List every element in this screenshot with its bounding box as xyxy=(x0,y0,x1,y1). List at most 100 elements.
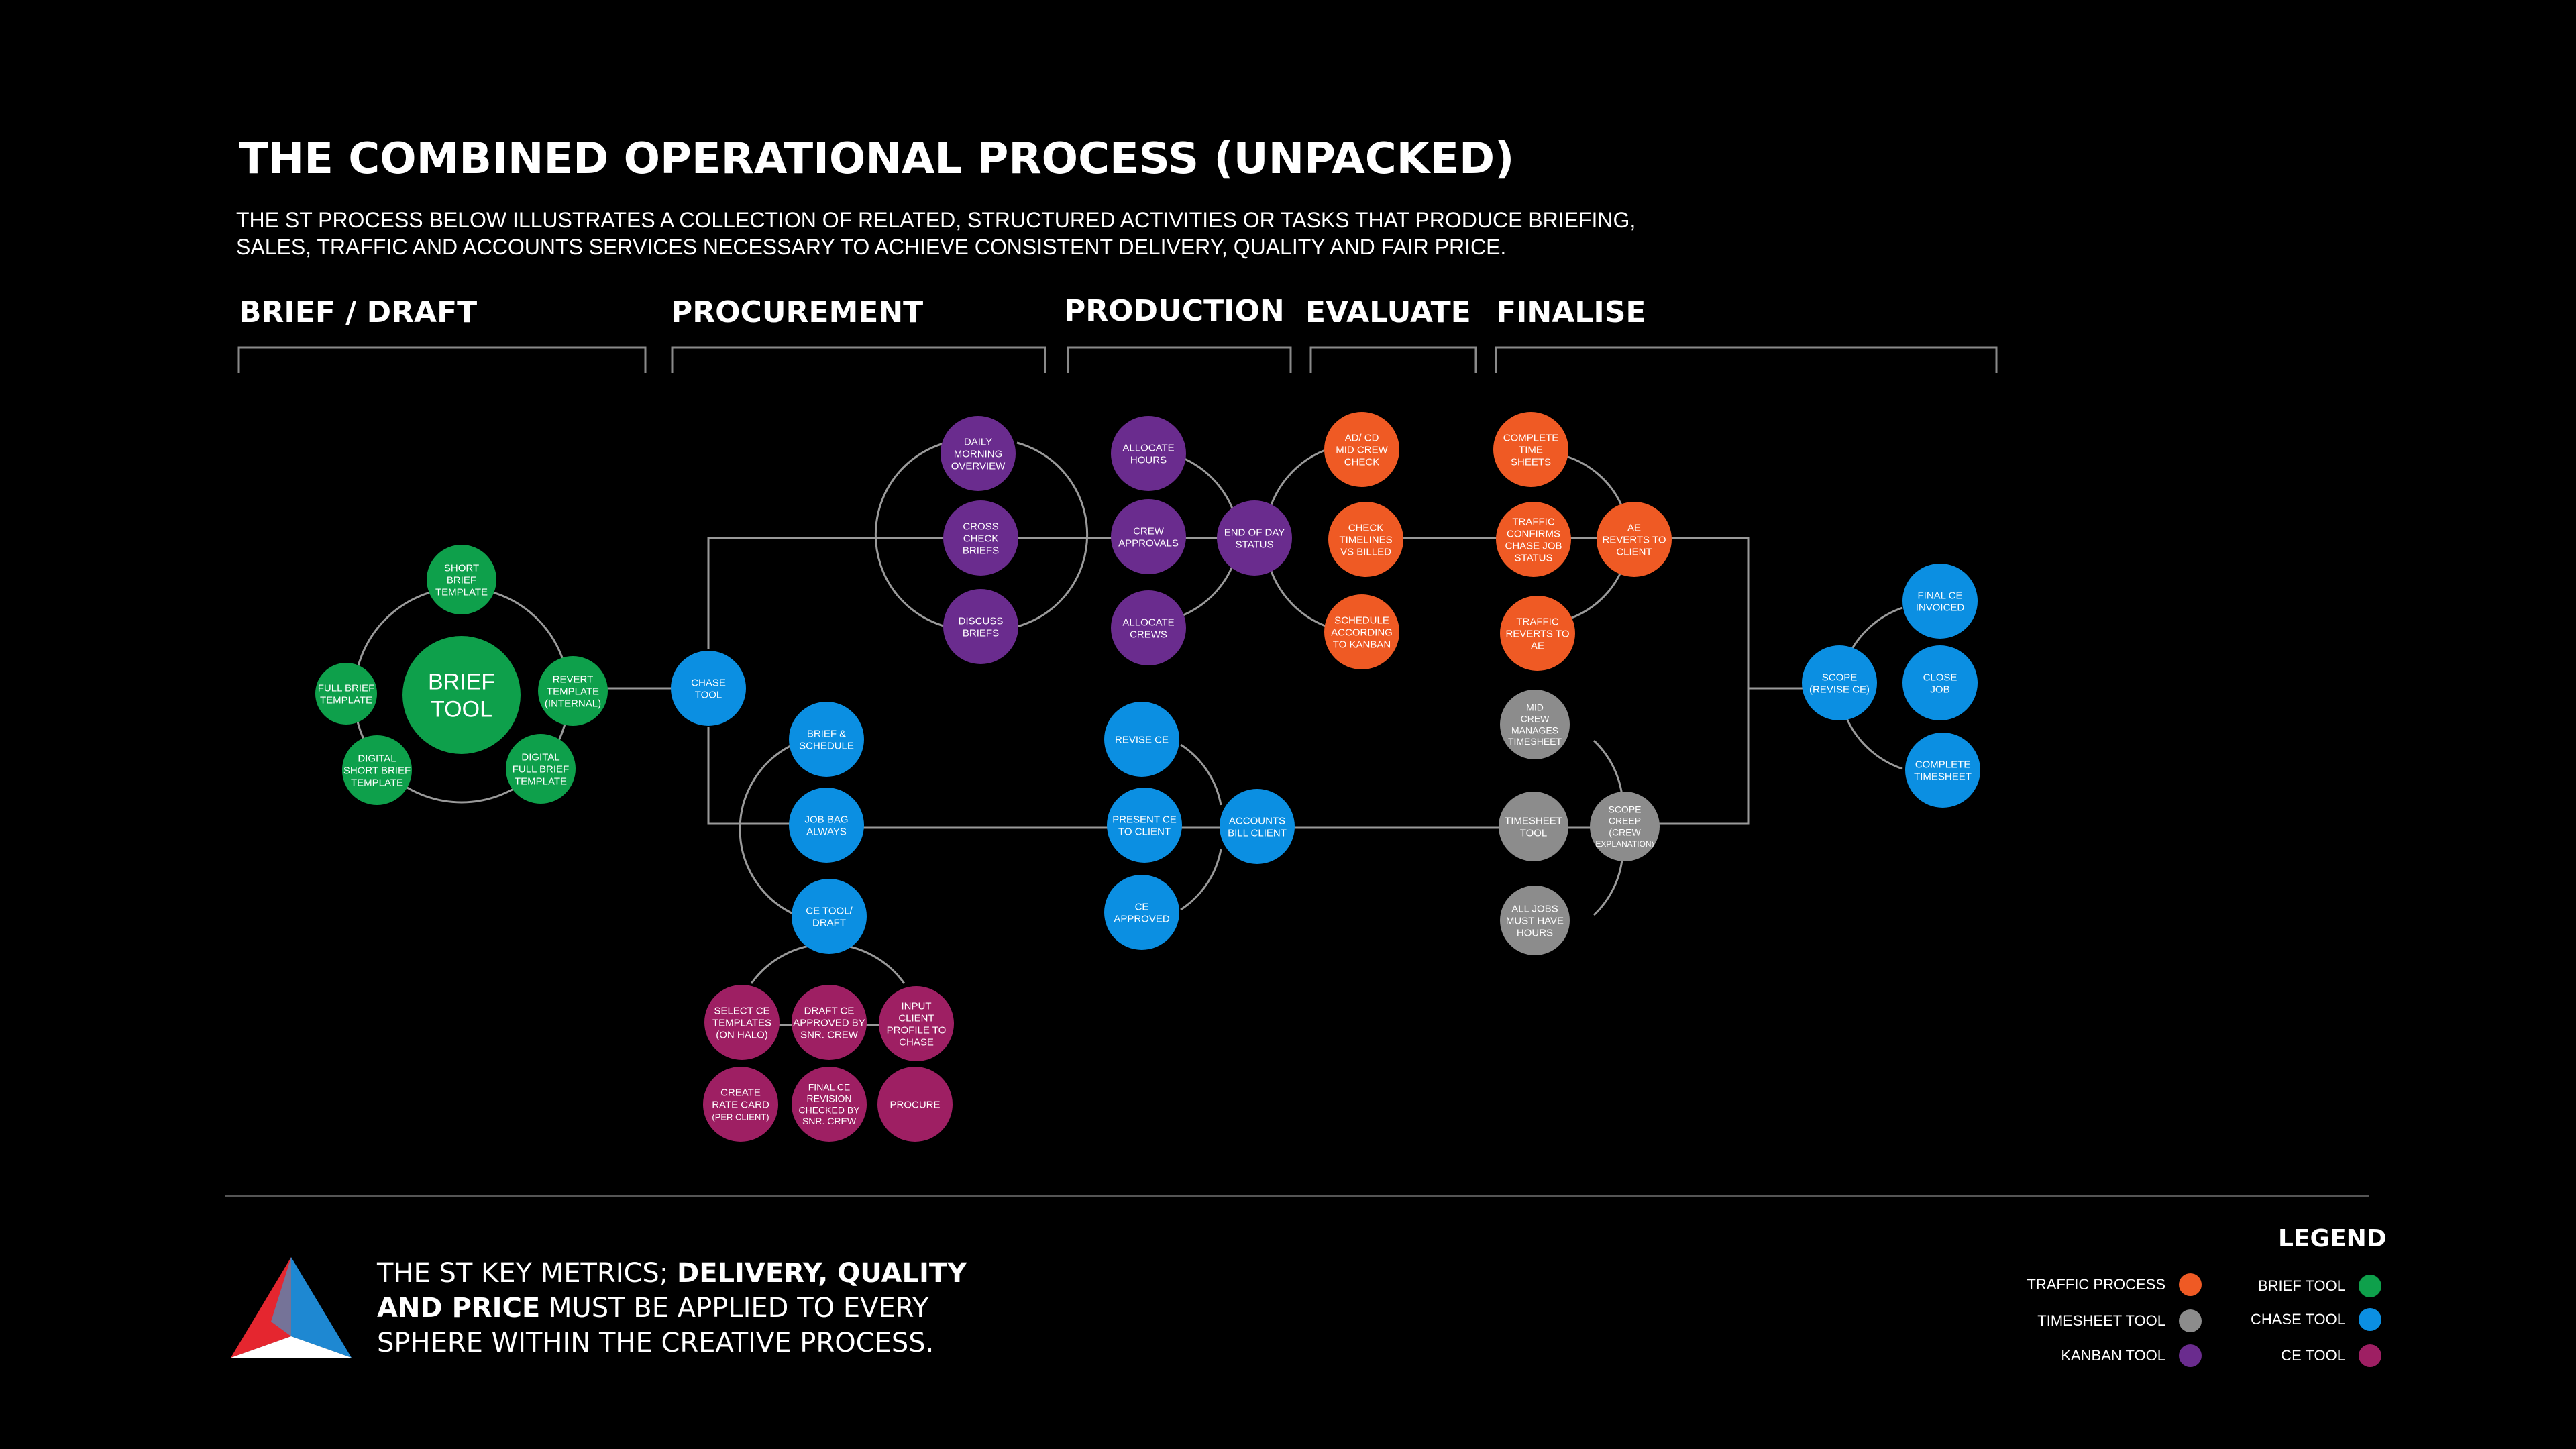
node-circle xyxy=(427,545,496,614)
node-label: DAILY xyxy=(964,436,992,447)
node-label: REVISE CE xyxy=(1115,734,1169,745)
legend-kanban-dot xyxy=(2179,1344,2202,1367)
node-label: PROCURE xyxy=(890,1099,940,1110)
node-label: TO CLIENT xyxy=(1118,826,1171,837)
node-label: SCOPE xyxy=(1608,804,1641,815)
node-label: CE TOOL/ xyxy=(806,905,853,916)
node-circle xyxy=(1802,645,1877,720)
node-label: (INTERNAL) xyxy=(545,698,601,709)
node-label: TEMPLATES xyxy=(712,1017,771,1028)
node-label: TEMPLATE xyxy=(435,586,488,598)
node-label: COMPLETE xyxy=(1503,432,1559,443)
node-label: TEMPLATE xyxy=(515,775,567,787)
node-label: TOOL xyxy=(695,689,722,700)
node-circle xyxy=(789,788,864,863)
phase-brackets xyxy=(237,346,1998,373)
node-label: CE xyxy=(1135,901,1149,912)
node-label: BILL CLIENT xyxy=(1228,827,1287,839)
node-label: INPUT xyxy=(902,1000,932,1012)
metrics-line2-plain: MUST BE APPLIED TO EVERY xyxy=(540,1293,929,1324)
node-label: FINAL CE xyxy=(1918,590,1963,601)
node-label: CREWS xyxy=(1130,629,1167,640)
node-label: END OF DAY xyxy=(1224,527,1285,538)
legend-chase-label: CHASE TOOL xyxy=(2250,1311,2345,1328)
ce-revision-ring xyxy=(1180,743,1222,911)
node-label: JOB xyxy=(1930,684,1949,695)
node-revise-ce: REVISE CE xyxy=(1104,702,1179,777)
node-label: SCHEDULE xyxy=(799,740,854,751)
node-circle xyxy=(1496,502,1571,577)
page-title: THE COMBINED OPERATIONAL PROCESS (UNPACK… xyxy=(239,134,1515,184)
node-label: (CREW xyxy=(1609,826,1641,837)
node-circle xyxy=(941,416,1016,491)
phase-procurement: PROCUREMENT xyxy=(671,295,924,329)
legend-chase: CHASE TOOL xyxy=(2251,1308,2381,1331)
node-label: STATUS xyxy=(1236,539,1274,550)
node-label: CLIENT xyxy=(898,1012,934,1024)
node-circle xyxy=(506,734,576,804)
metrics-line1-plain: THE ST KEY METRICS; xyxy=(377,1258,678,1289)
bracket-evaluate xyxy=(1309,346,1477,373)
node-label: PROFILE TO xyxy=(887,1024,947,1036)
node-circle xyxy=(402,636,521,754)
node-label: CLOSE xyxy=(1923,672,1957,683)
node-label: SNR. CREW xyxy=(802,1116,857,1126)
node-label: EXPLANATION) xyxy=(1595,839,1654,849)
chase-lower-link xyxy=(707,727,828,825)
node-label: TOOL xyxy=(1520,827,1548,839)
bracket-brief xyxy=(237,346,647,373)
bracket-finalise xyxy=(1495,346,1998,373)
phase-evaluate: EVALUATE xyxy=(1305,295,1471,329)
node-label: CREW xyxy=(1133,525,1165,537)
node-label: HOURS xyxy=(1517,927,1553,938)
node-label: CREATE xyxy=(720,1087,761,1098)
node-circle xyxy=(877,1067,953,1142)
node-label: BRIEF & xyxy=(807,728,846,739)
node-label: DIGITAL xyxy=(358,753,396,764)
node-label: BRIEFS xyxy=(963,545,999,556)
node-label: AD/ CD xyxy=(1345,432,1379,443)
legend-traffic-dot xyxy=(2179,1273,2202,1296)
node-label: CHECK xyxy=(963,533,999,544)
node-label: ACCOUNTS xyxy=(1229,815,1285,826)
node-circle xyxy=(1324,412,1399,487)
node-label: TEMPLATE xyxy=(320,694,372,706)
node-circle xyxy=(789,702,864,777)
node-label: ALLOCATE xyxy=(1122,442,1174,453)
node-circle xyxy=(792,985,867,1060)
subtitle-line-2: SALES, TRAFFIC AND ACCOUNTS SERVICES NEC… xyxy=(236,235,1507,259)
node-label: REVISION xyxy=(807,1093,852,1104)
node-label: CROSS xyxy=(963,521,998,532)
phase-finalise: FINALISE xyxy=(1496,295,1646,329)
chase-upper-link xyxy=(707,537,981,649)
node-label: CHASE xyxy=(691,677,726,688)
node-circle xyxy=(1499,792,1568,861)
node-label: CHECKED BY xyxy=(798,1104,860,1115)
traffic-ring xyxy=(1565,455,1625,621)
node-circle xyxy=(1590,792,1660,861)
st-logo-icon xyxy=(231,1257,352,1358)
legend-ce-label: CE TOOL xyxy=(2281,1347,2345,1364)
node-label: STATUS xyxy=(1515,552,1553,564)
node-ce-tool-draft: CE TOOL/DRAFT xyxy=(792,879,867,954)
node-label: FINAL CE xyxy=(808,1082,851,1093)
node-circle xyxy=(315,663,377,724)
